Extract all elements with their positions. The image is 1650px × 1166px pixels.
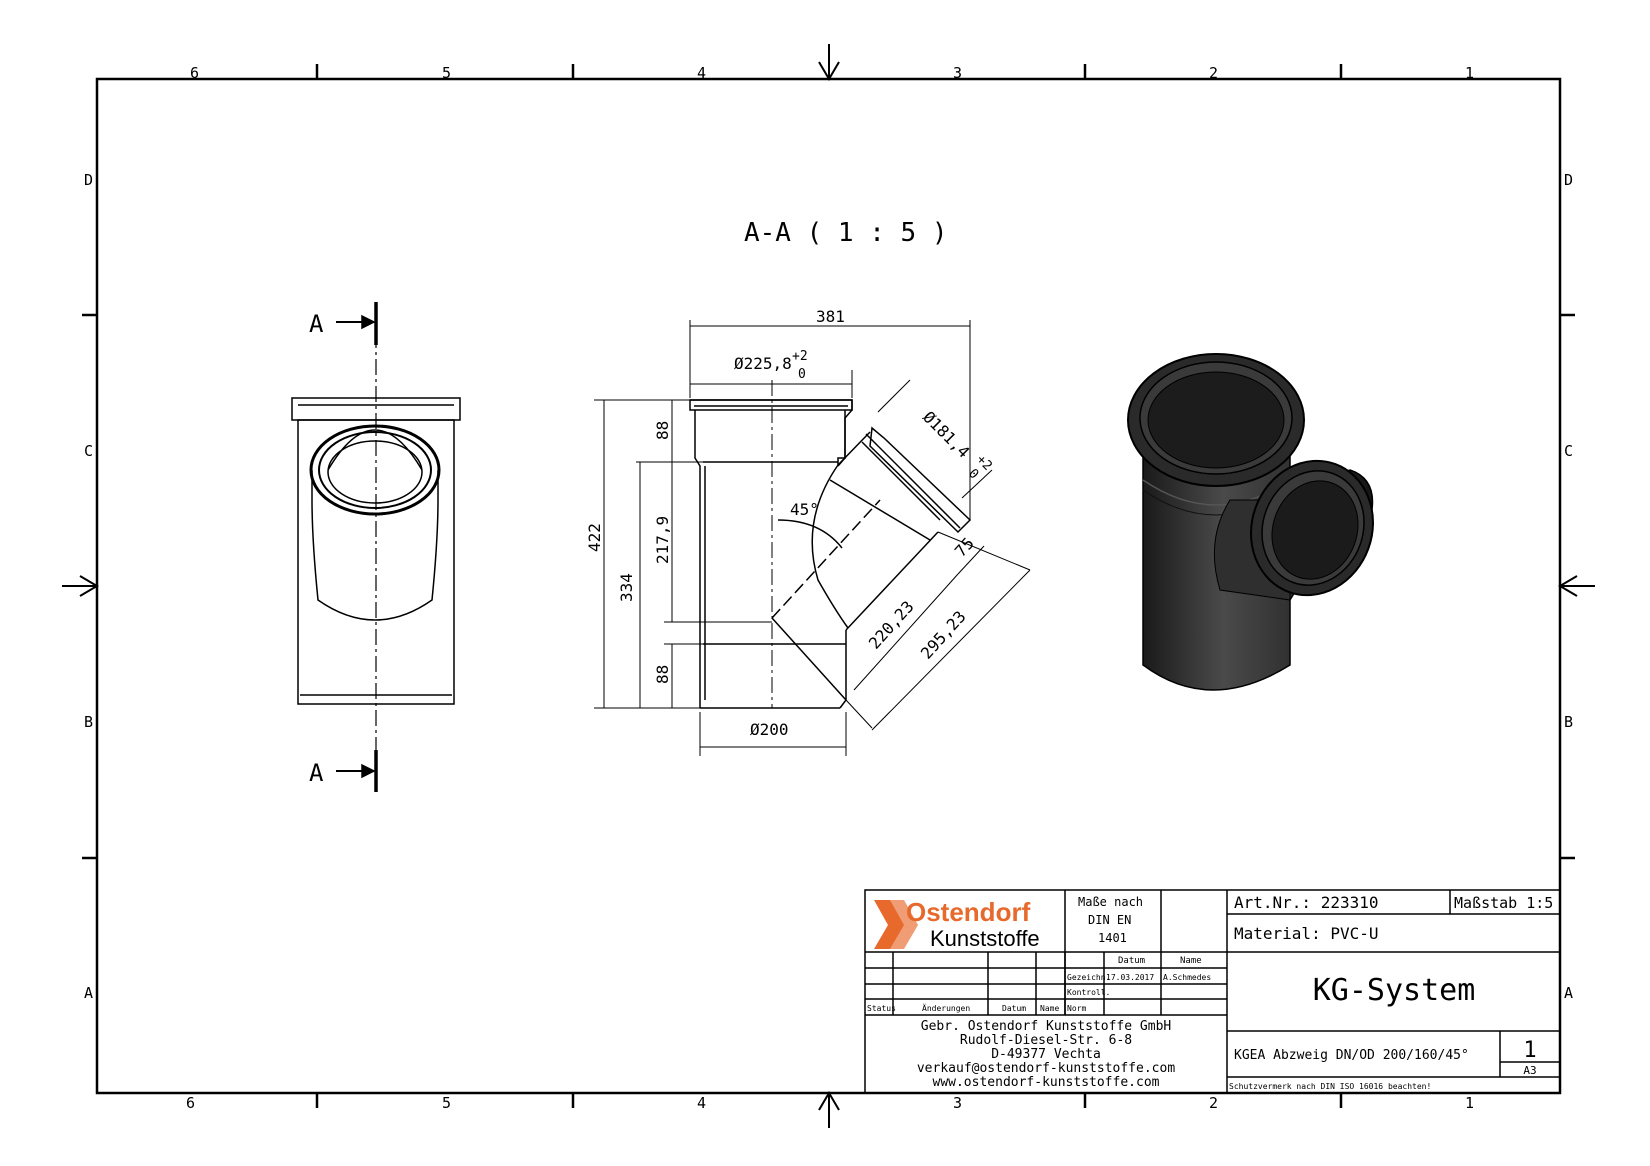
company-street: Rudolf-Diesel-Str. 6-8: [960, 1033, 1132, 1048]
rev-name: Name: [1040, 1004, 1059, 1013]
dim-outlet-dia: Ø200: [750, 720, 789, 739]
dim-branch-tol-lower: 0: [965, 466, 981, 482]
sheet-format: A3: [1523, 1064, 1536, 1077]
logo-text-1: Ostendorf: [906, 897, 1031, 927]
dim-angle: 45°: [790, 500, 819, 519]
col-label: 4: [697, 64, 706, 82]
col-label: 1: [1465, 64, 1474, 82]
col-label: 5: [442, 1094, 451, 1112]
rev-status: Status: [867, 1004, 896, 1013]
centering-marks: [62, 44, 1595, 1128]
col-name: Name: [1180, 956, 1202, 966]
dim-socket-tol-upper: +2: [792, 349, 808, 364]
row-label: B: [1564, 713, 1573, 731]
company-city: D-49377 Vechta: [991, 1047, 1101, 1062]
col-label: 4: [697, 1094, 706, 1112]
col-label: 6: [190, 64, 199, 82]
protection-note: Schutzvermerk nach DIN ISO 16016 beachte…: [1229, 1082, 1431, 1091]
row-label: D: [84, 171, 93, 189]
company-name: Gebr. Ostendorf Kunststoffe GmbH: [921, 1019, 1171, 1034]
row-gezeichn: Gezeichn.: [1067, 973, 1110, 982]
front-view: [291, 302, 461, 792]
dim-branch-dia: Ø181,4: [919, 407, 973, 461]
dim-width-total: 381: [816, 307, 845, 326]
col-label: 5: [442, 64, 451, 82]
company-email: verkauf@ostendorf-kunststoffe.com: [917, 1061, 1175, 1076]
col-label: 3: [953, 64, 962, 82]
dim-height-334: 334: [617, 573, 636, 602]
cut-label-bottom: A: [309, 759, 324, 787]
norm-line-2: DIN EN: [1088, 913, 1131, 927]
dim-socket-depth-bottom: 88: [653, 665, 672, 684]
dim-height-217: 217,9: [653, 516, 672, 564]
material: Material: PVC-U: [1234, 924, 1379, 943]
gezeichn-name: A.Schmedes: [1163, 973, 1211, 982]
dim-socket-depth-top: 88: [653, 421, 672, 440]
cut-label-top: A: [309, 310, 324, 338]
row-label: A: [84, 984, 93, 1002]
dim-height-total: 422: [585, 523, 604, 552]
col-label: 1: [1465, 1094, 1474, 1112]
row-kontroll: Kontroll.: [1067, 988, 1110, 997]
company-web: www.ostendorf-kunststoffe.com: [933, 1075, 1160, 1090]
row-norm: Norm: [1067, 1004, 1086, 1013]
col-datum: Datum: [1118, 956, 1145, 966]
scale: Maßstab 1:5: [1454, 894, 1553, 912]
col-label: 3: [953, 1094, 962, 1112]
row-label: B: [84, 713, 93, 731]
row-label: A: [1564, 984, 1573, 1002]
rev-aenderungen: Änderungen: [922, 1003, 970, 1013]
row-label: C: [84, 442, 93, 460]
col-label: 6: [186, 1094, 195, 1112]
description: KGEA Abzweig DN/OD 200/160/45°: [1234, 1048, 1469, 1063]
col-label: 2: [1209, 64, 1218, 82]
norm-line-3: 1401: [1098, 931, 1127, 945]
dim-branch-295: 295,23: [917, 607, 970, 663]
col-label: 2: [1209, 1094, 1218, 1112]
row-label: C: [1564, 442, 1573, 460]
isometric-view: [1127, 353, 1374, 691]
dim-socket-dia: Ø225,8: [734, 354, 792, 373]
dim-socket-tol-lower: 0: [798, 367, 806, 382]
rev-datum: Datum: [1002, 1004, 1026, 1013]
logo-text-2: Kunststoffe: [930, 926, 1040, 951]
sheet-number: 1: [1523, 1038, 1536, 1063]
gezeichn-date: 17.03.2017: [1106, 973, 1154, 982]
section-title: A-A ( 1 : 5 ): [744, 218, 948, 248]
system-title: KG-System: [1313, 973, 1476, 1008]
dim-branch-220: 220,23: [865, 597, 918, 653]
title-block: [864, 889, 1561, 1094]
sheet-frame: 6 5 4 3 2 1 6 5 4 3 2 1 D C B A D C B A: [62, 44, 1595, 1128]
art-nr: Art.Nr.: 223310: [1234, 893, 1379, 912]
row-label: D: [1564, 171, 1573, 189]
norm-line-1: Maße nach: [1078, 895, 1143, 909]
company-logo: Ostendorf Kunststoffe: [874, 897, 1040, 951]
section-view: [594, 320, 1031, 756]
